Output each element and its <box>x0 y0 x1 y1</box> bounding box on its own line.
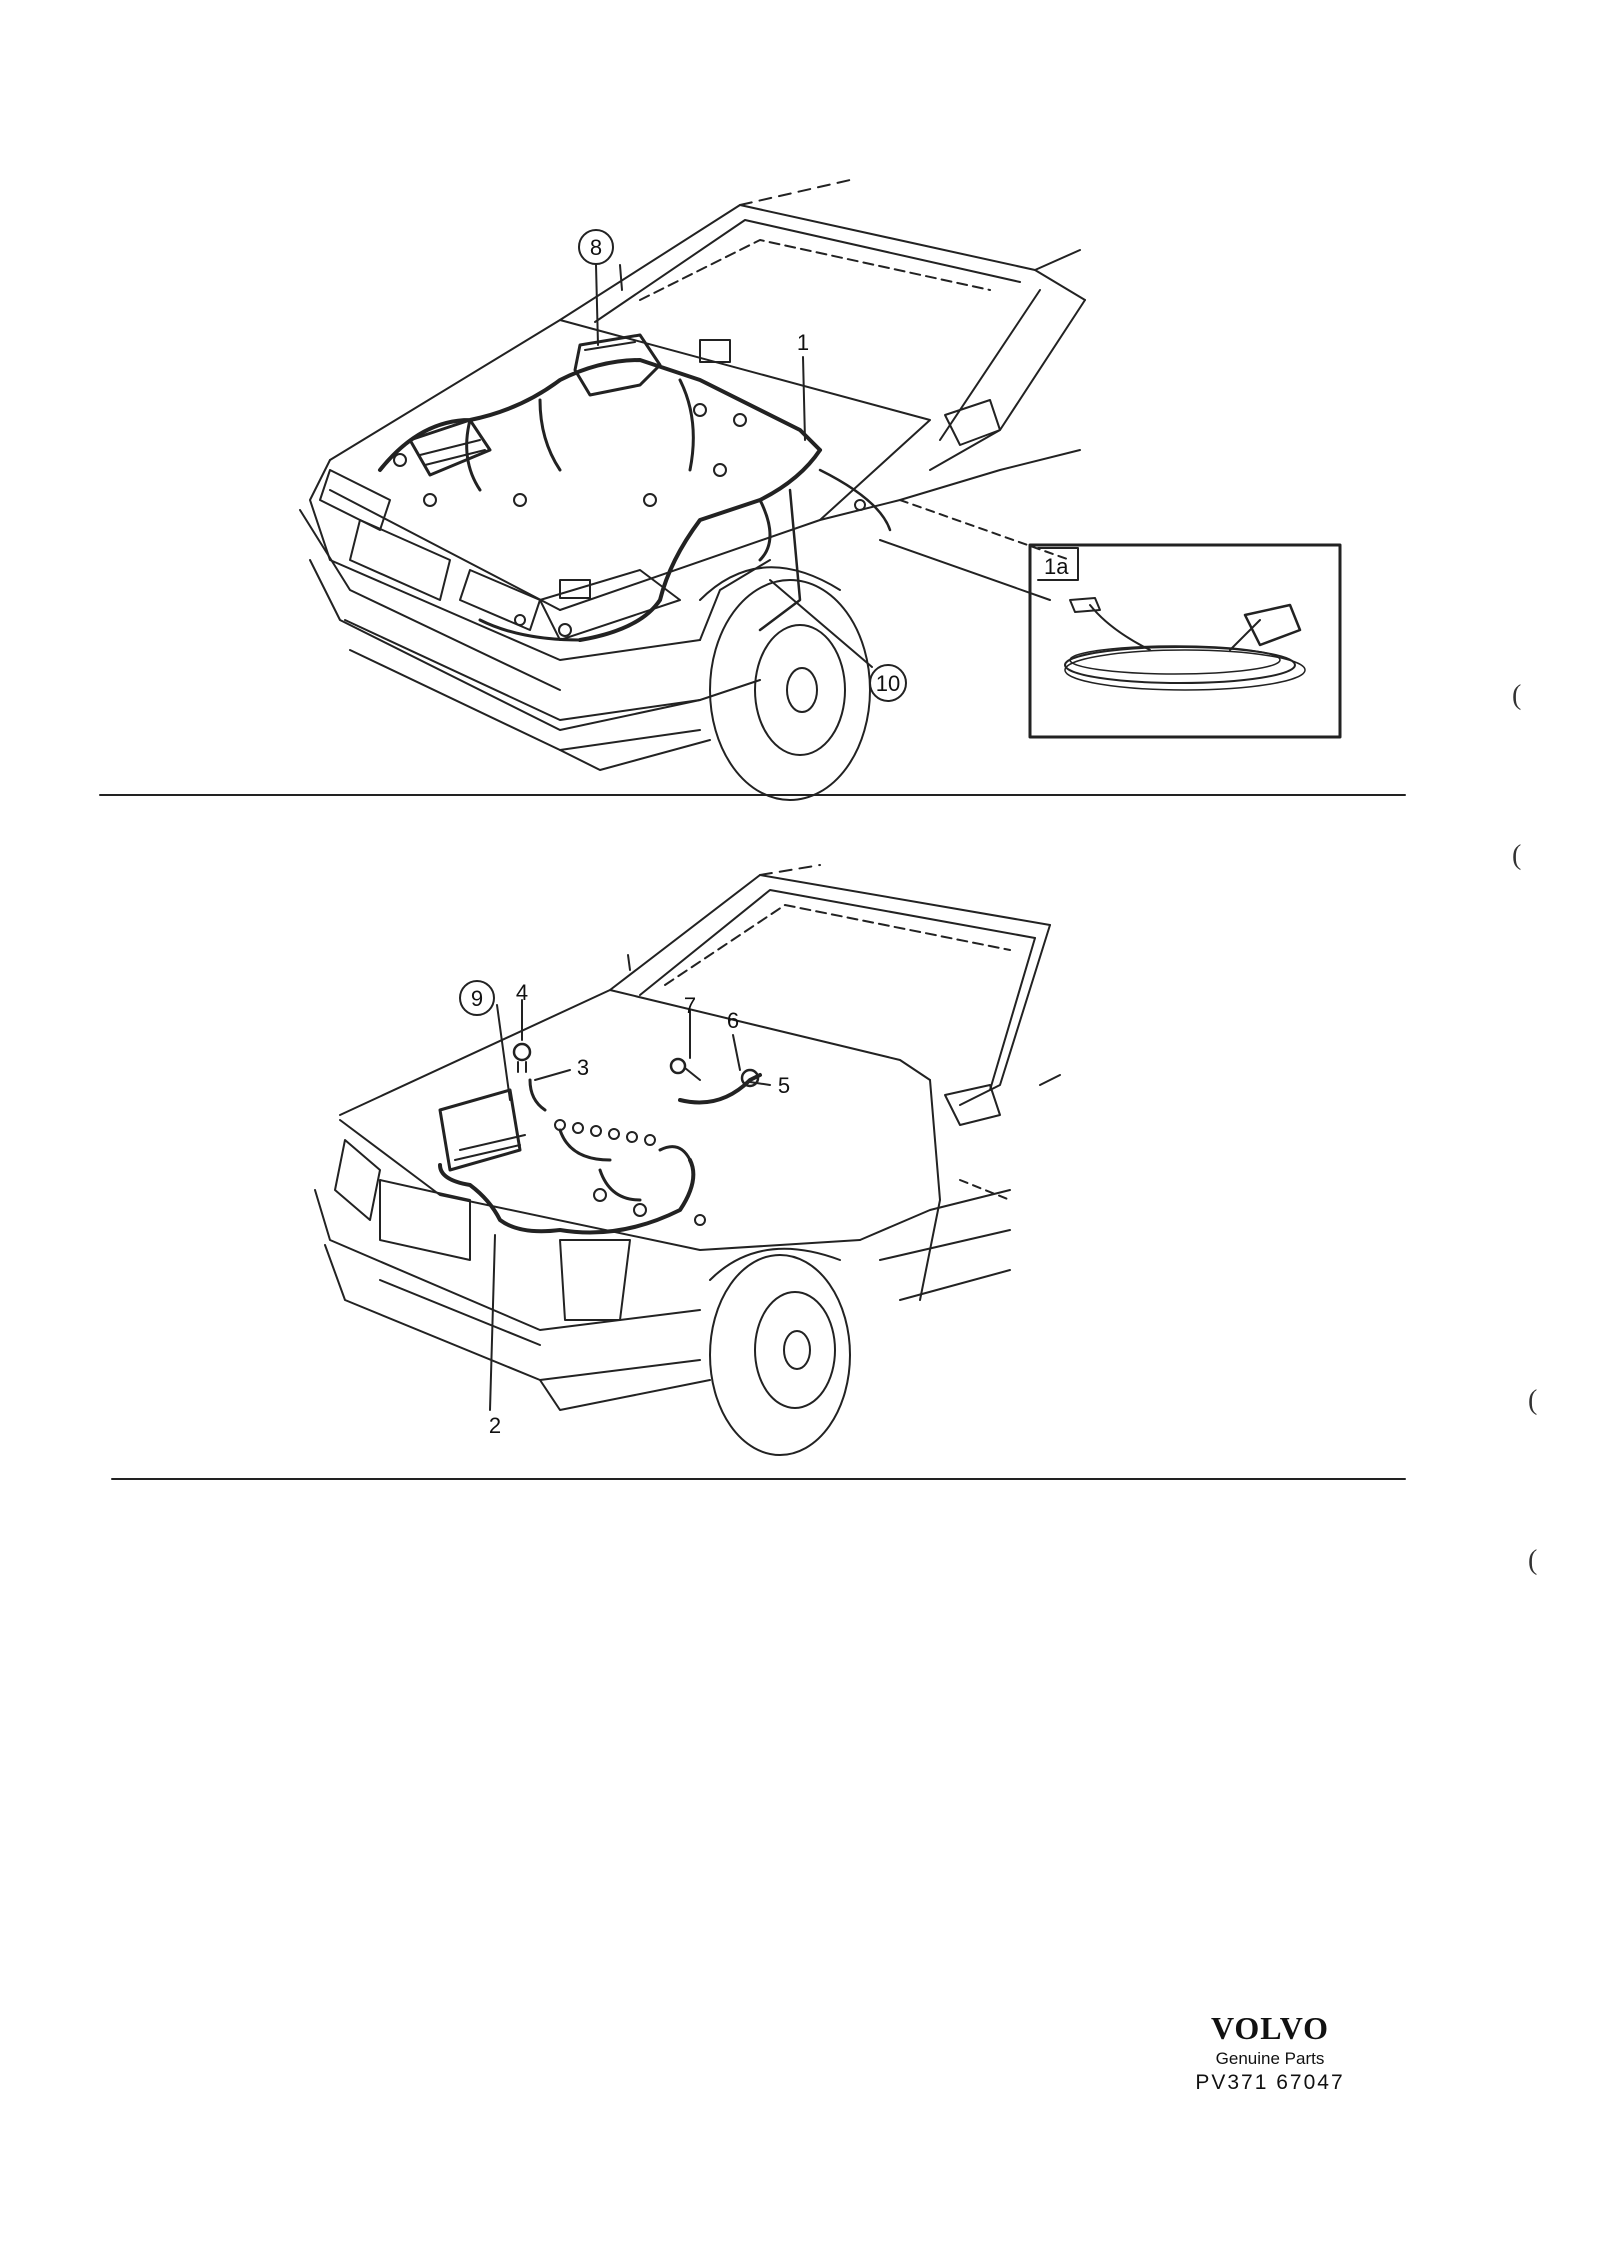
callout-circle-9 <box>459 980 495 1016</box>
callout-1: 1 <box>797 330 809 355</box>
callout-9: 9 <box>471 986 483 1011</box>
upper-car-illustration <box>299 179 1086 801</box>
callout-circle-8 <box>578 229 614 265</box>
lower-car-illustration <box>314 864 1061 1456</box>
brand-logo: VOLVO <box>1210 2010 1330 2046</box>
inset-label-1a: 1a <box>1044 554 1069 579</box>
callout-6: 6 <box>727 1008 739 1033</box>
brand-tagline: Genuine Parts <box>1215 2049 1325 2068</box>
callout-circle-10 <box>869 664 907 702</box>
margin-mark-1: ( <box>1512 680 1522 711</box>
callout-10: 10 <box>876 671 900 696</box>
margin-mark-3: ( <box>1528 1385 1538 1416</box>
inset-1a <box>1028 543 1342 739</box>
callout-3: 3 <box>577 1055 589 1080</box>
callout-2: 2 <box>489 1413 501 1438</box>
callout-7: 7 <box>684 993 696 1018</box>
margin-mark-2: ( <box>1512 840 1522 871</box>
callout-8: 8 <box>590 235 602 260</box>
illustration-code: PV371 67047 <box>1195 2071 1345 2094</box>
footer-branding: VOLVO Genuine Parts PV371 67047 <box>1160 2010 1380 2095</box>
margin-mark-4: ( <box>1528 1545 1538 1576</box>
callout-5: 5 <box>778 1073 790 1098</box>
callout-4: 4 <box>516 980 528 1005</box>
